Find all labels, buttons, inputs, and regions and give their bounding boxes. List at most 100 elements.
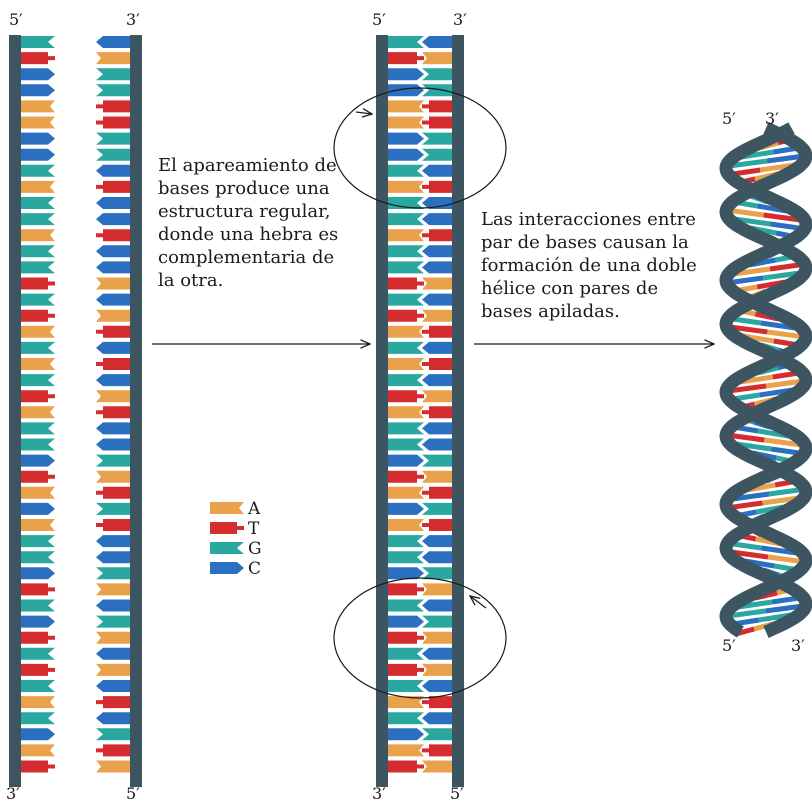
adenine-base [733, 266, 771, 277]
thymine-base [21, 52, 55, 65]
guanine-base [21, 36, 55, 48]
thymine-base [730, 549, 769, 560]
cytosine-base [96, 164, 130, 177]
thymine-base [422, 696, 452, 709]
guanine-base [388, 535, 424, 548]
adenine-base [388, 696, 424, 709]
thymine-base [96, 100, 130, 113]
cytosine-base [422, 164, 452, 177]
cytosine-base [388, 148, 424, 161]
cytosine-base [422, 438, 452, 451]
thymine-base [96, 406, 130, 419]
thymine-base [21, 390, 55, 403]
adenine-base [96, 583, 130, 596]
cytosine-base [96, 36, 130, 48]
thymine-base [21, 470, 55, 483]
thymine-base [388, 309, 424, 322]
thymine-base [21, 583, 55, 596]
guanine-base [21, 213, 55, 226]
cytosine-base [96, 551, 130, 564]
bottom-twist-ellipse [333, 577, 507, 699]
thymine-base [21, 277, 55, 290]
thymine-base [726, 432, 765, 443]
adenine-base [388, 486, 424, 499]
double-helix [719, 122, 812, 638]
adenine-base [96, 52, 130, 65]
guanine-base [21, 197, 55, 209]
guanine-base [388, 374, 424, 387]
guanine-base [96, 84, 130, 97]
ladder-left-backbone [376, 35, 388, 787]
cytosine-base [388, 615, 424, 628]
cytosine-base [766, 153, 805, 164]
adenine-base [21, 325, 55, 338]
cytosine-base [422, 36, 452, 48]
thymine-base [96, 744, 130, 757]
end-label-5prime: 5′ [126, 784, 140, 803]
cytosine-base [21, 567, 55, 580]
paired-ladder [333, 35, 507, 787]
guanine-base [388, 293, 424, 306]
helix-caption-line: formación de una doble [481, 255, 697, 276]
thymine-base [422, 358, 452, 370]
end-label-3prime: 3′ [372, 784, 386, 803]
adenine-base [762, 495, 799, 506]
guanine-base [96, 148, 130, 161]
thymine-base [96, 180, 130, 193]
end-label-5prime: 5′ [722, 636, 736, 655]
cytosine-base [388, 132, 424, 145]
right-strand-backbone [130, 35, 142, 787]
guanine-base [96, 68, 130, 81]
adenine-base [388, 358, 424, 370]
end-label-5prime: 5′ [372, 10, 386, 29]
guanine-base [388, 164, 424, 177]
thymine-base [422, 100, 452, 113]
guanine-base [388, 261, 424, 274]
guanine-base [422, 68, 452, 81]
adenine-base [21, 180, 55, 193]
adenine-base [765, 378, 805, 389]
adenine-base [422, 663, 452, 676]
cytosine-base [760, 320, 796, 331]
guanine-base [21, 535, 55, 548]
thymine-base [422, 180, 452, 193]
guanine-base [96, 567, 130, 580]
cytosine-base [422, 680, 452, 692]
guanine-base [422, 132, 452, 145]
pairing-caption-line: estructura regular, [158, 201, 331, 222]
adenine-base [422, 277, 452, 290]
thymine-base [388, 277, 424, 290]
guanine-base [388, 647, 424, 660]
guanine-base [728, 158, 768, 169]
adenine-base [21, 358, 55, 370]
end-label-5prime: 5′ [450, 784, 464, 803]
cytosine-base [96, 293, 130, 306]
cytosine-base [422, 535, 452, 548]
legend [210, 502, 244, 574]
guanine-base [422, 615, 452, 628]
adenine-base [764, 437, 803, 448]
adenine-base [21, 116, 55, 129]
adenine-base [388, 116, 424, 129]
end-label-3prime: 3′ [126, 10, 140, 29]
guanine-base [21, 164, 55, 177]
guanine-base [422, 728, 452, 741]
adenine-base [422, 470, 452, 483]
cytosine-base [422, 647, 452, 660]
adenine-base [422, 309, 452, 322]
pairing-caption: El apareamiento de bases produce una est… [158, 154, 338, 292]
cytosine-base [388, 454, 424, 467]
cytosine-base [422, 599, 452, 612]
ladder-right-backbone [452, 35, 464, 787]
cytosine-base [422, 422, 452, 435]
cytosine-base [96, 261, 130, 274]
cytosine-base [388, 84, 424, 97]
adenine-base [21, 696, 55, 709]
cytosine-base [21, 148, 55, 161]
thymine-base [388, 470, 424, 483]
thymine-base [763, 212, 802, 223]
guanine-base [388, 422, 424, 435]
legend-swatch-g [210, 542, 244, 554]
thymine-base [422, 325, 452, 338]
cytosine-base [96, 213, 130, 226]
